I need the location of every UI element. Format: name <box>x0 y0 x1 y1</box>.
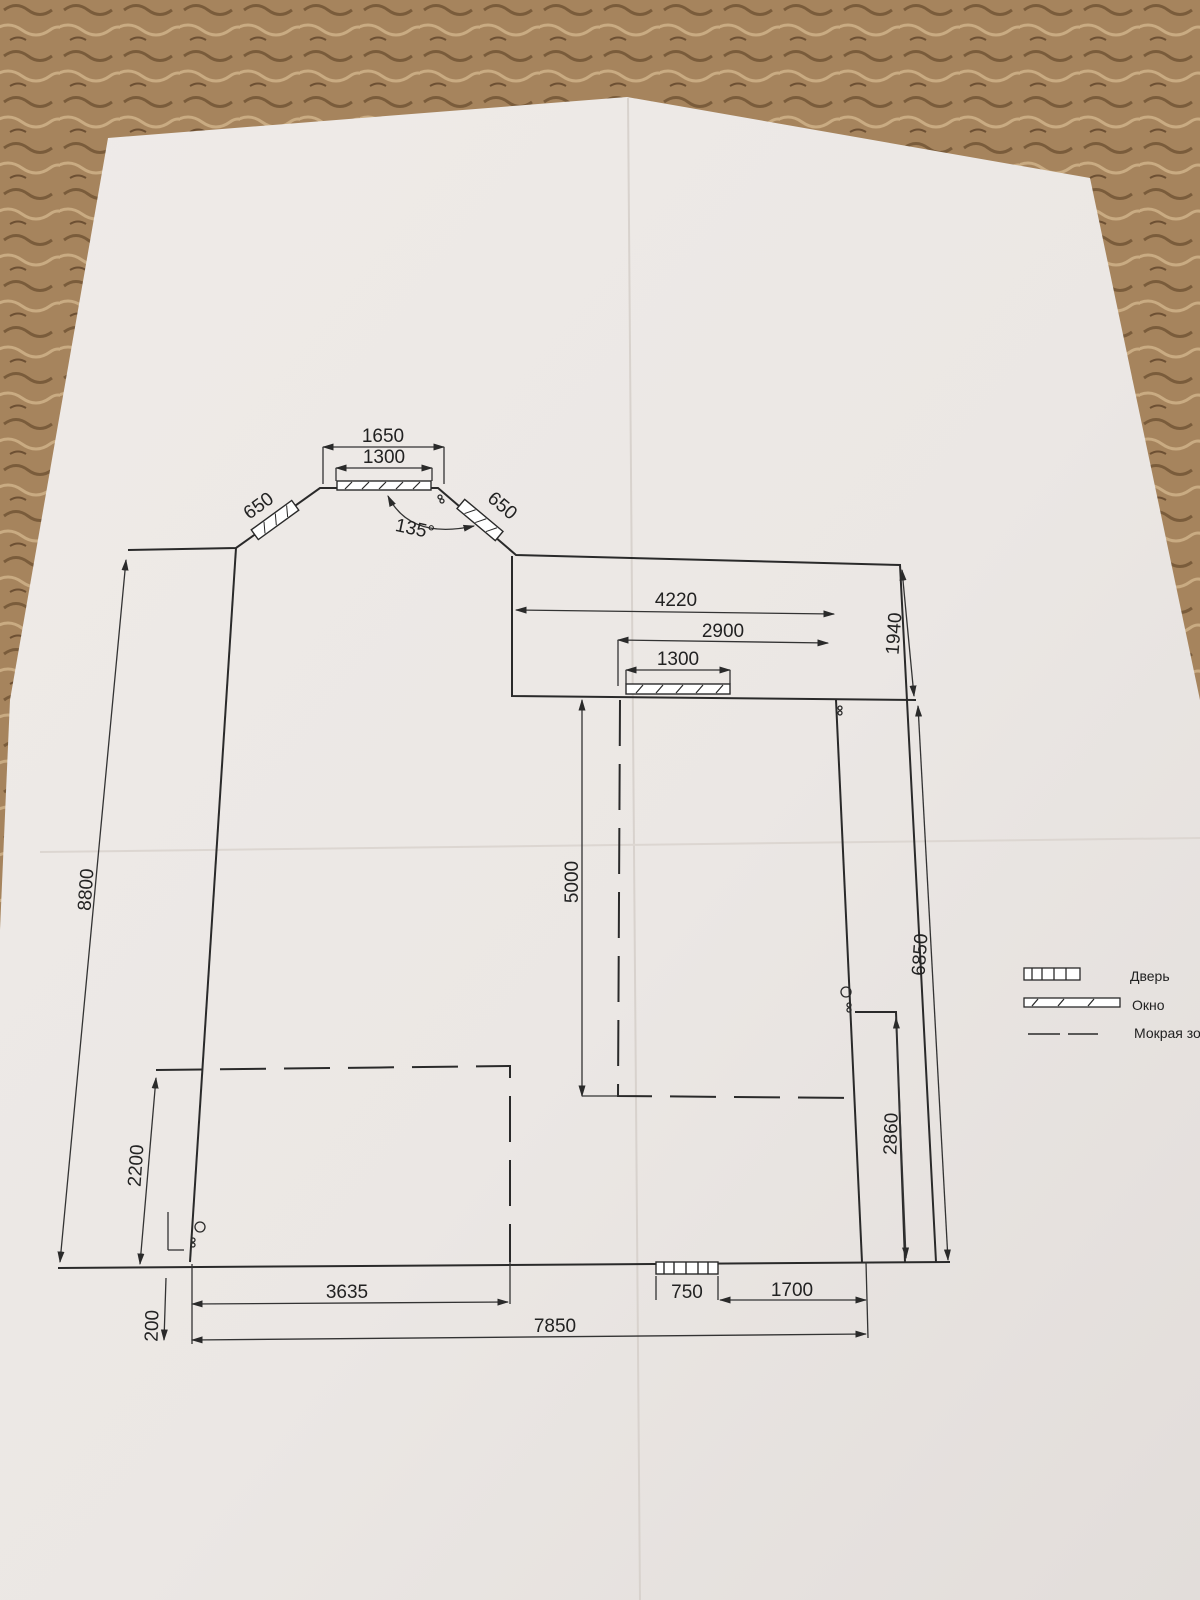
dim-bay-width: 1650 <box>362 426 404 447</box>
dimension-lines <box>57 443 951 1344</box>
dim-right-offset-width: 4220 <box>655 590 697 611</box>
legend-wet-zone-label: Мокрая зо <box>1134 1025 1200 1041</box>
dim-corner-offset: 200 <box>141 1310 163 1342</box>
legend-door-symbol <box>1023 967 1081 981</box>
dim-bottom-left-segment: 3635 <box>326 1282 368 1303</box>
legend-door-label: Дверь <box>1130 968 1170 984</box>
dim-wet-zone-right-height: 5000 <box>562 861 583 903</box>
bottom-door <box>655 1261 719 1275</box>
wet-zone-left <box>155 1064 511 1262</box>
paper-fold-vertical <box>627 97 641 1600</box>
dim-lower-right-height: 2860 <box>880 1112 902 1155</box>
dim-left-height: 8800 <box>75 868 99 912</box>
dim-right-height: 6850 <box>909 933 933 977</box>
dim-wet-zone-left-height: 2200 <box>125 1144 149 1188</box>
bay-window <box>336 480 432 491</box>
paper-sheet <box>0 97 1200 1600</box>
dim-bay-window: 1300 <box>363 447 405 468</box>
legend: Дверь Окно Мокрая зо <box>1023 967 1200 1041</box>
dim-right-step-height: 1940 <box>883 612 907 656</box>
right-room-window <box>625 683 731 695</box>
left-side-window <box>250 499 300 541</box>
dim-bottom-right-segment: 1700 <box>771 1280 813 1301</box>
dim-door-width: 750 <box>671 1282 703 1303</box>
legend-window-label: Окно <box>1132 997 1165 1013</box>
legend-window-symbol <box>1023 997 1121 1008</box>
dim-right-inner-width: 2900 <box>702 621 744 642</box>
dim-right-window: 1300 <box>657 649 699 670</box>
walls <box>57 487 951 1269</box>
dim-total-width: 7850 <box>534 1316 576 1337</box>
